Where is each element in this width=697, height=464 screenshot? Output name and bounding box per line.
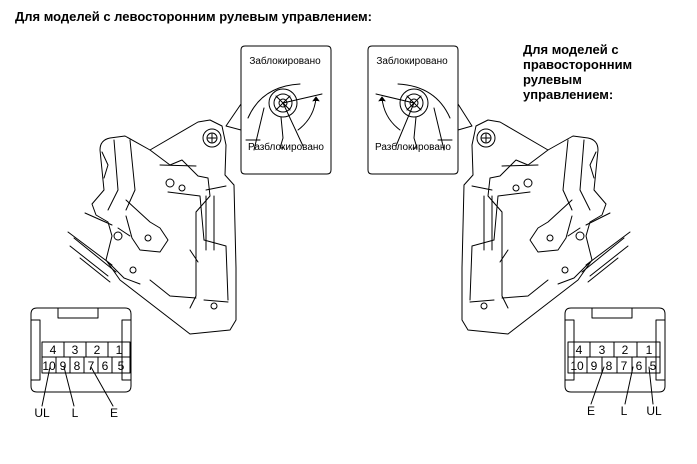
right-pin-5: 5 [650,359,657,373]
right-pin-9: 9 [591,359,598,373]
left-pin-5: 5 [118,359,125,373]
right-heading-line-4: управлением: [523,87,614,102]
right-pin-1: 1 [646,343,653,357]
left-pin-7: 7 [88,359,95,373]
right-unlocked-label: Разблокировано [375,141,451,153]
right-pin-8: 8 [606,359,613,373]
right-label-ul: UL [646,404,662,418]
left-connector [30,307,132,407]
right-pin-6: 6 [636,359,643,373]
right-pin-7: 7 [621,359,628,373]
right-lock-switch-detail [367,45,473,175]
right-heading-line-1: Для моделей с [523,42,619,57]
right-door-lock-assembly [461,119,631,335]
left-label-l: L [72,406,79,420]
right-pin-10: 10 [570,359,584,373]
right-label-l: L [621,404,628,418]
left-lock-switch-detail [225,45,332,175]
right-heading-line-3: рулевым [523,72,582,87]
left-label-ul: UL [34,406,50,420]
left-unlocked-label: Разблокировано [248,141,324,153]
left-label-e: E [110,406,118,420]
left-pin-9: 9 [60,359,67,373]
left-pin-4: 4 [50,343,57,357]
right-heading-line-2: правосторонним [523,57,633,72]
left-pin-10: 10 [42,359,56,373]
left-locked-label: Заблокировано [249,55,321,67]
right-label-e: E [587,404,595,418]
left-hand-drive-heading: Для моделей с левосторонним рулевым упра… [15,9,372,24]
left-pin-2: 2 [94,343,101,357]
right-hand-drive-heading: Для моделей с правосторонним рулевым упр… [523,42,683,102]
left-pin-6: 6 [102,359,109,373]
right-pin-2: 2 [622,343,629,357]
left-door-lock-assembly [67,119,237,335]
right-connector [564,307,666,405]
left-pin-1: 1 [116,343,123,357]
right-pin-4: 4 [576,343,583,357]
right-pin-3: 3 [599,343,606,357]
left-pin-8: 8 [74,359,81,373]
right-locked-label: Заблокировано [376,55,448,67]
left-pin-3: 3 [72,343,79,357]
